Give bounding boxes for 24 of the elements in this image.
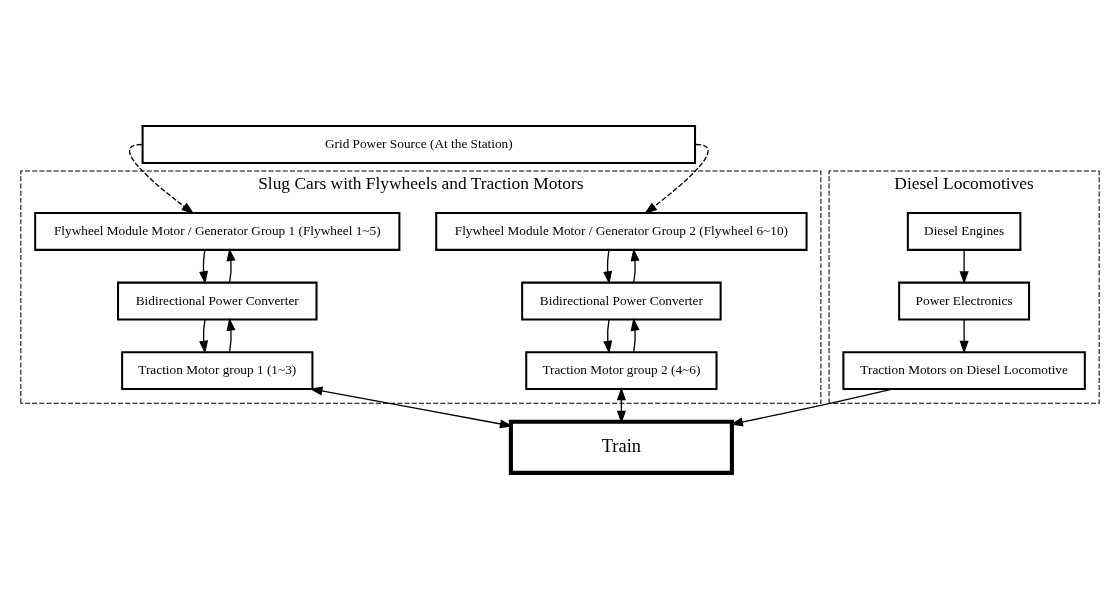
arrow xyxy=(630,317,640,353)
node-box: Diesel Engines xyxy=(906,212,1022,251)
node-box: Traction Motor group 1 (1~3) xyxy=(121,351,314,391)
arrow xyxy=(644,143,709,215)
node-box: Grid Power Source (At the Station) xyxy=(141,125,697,164)
node-box: Power Electronics xyxy=(898,281,1031,321)
arrow xyxy=(226,317,236,353)
arrow xyxy=(603,319,613,354)
node-box: Bidirectional Power Converter xyxy=(117,281,318,321)
arrow xyxy=(959,249,969,285)
arrow xyxy=(128,143,195,215)
node-box: Flywheel Module Motor / Generator Group 1 (Flywheel 1~5) xyxy=(34,212,401,251)
arrow xyxy=(959,319,969,354)
node-box: Traction Motor group 2 (4~6) xyxy=(525,351,718,391)
arrow xyxy=(199,249,209,285)
arrow xyxy=(199,319,209,354)
node-box: Train xyxy=(508,419,734,475)
arrow xyxy=(226,248,236,283)
node-box: Bidirectional Power Converter xyxy=(521,281,722,321)
node-box: Flywheel Module Motor / Generator Group 2 (Flywheel 6~10) xyxy=(435,212,808,251)
arrow xyxy=(730,388,893,427)
node-box: Traction Motors on Diesel Locomotive xyxy=(842,351,1086,391)
arrow xyxy=(630,248,640,283)
arrow xyxy=(603,249,613,285)
